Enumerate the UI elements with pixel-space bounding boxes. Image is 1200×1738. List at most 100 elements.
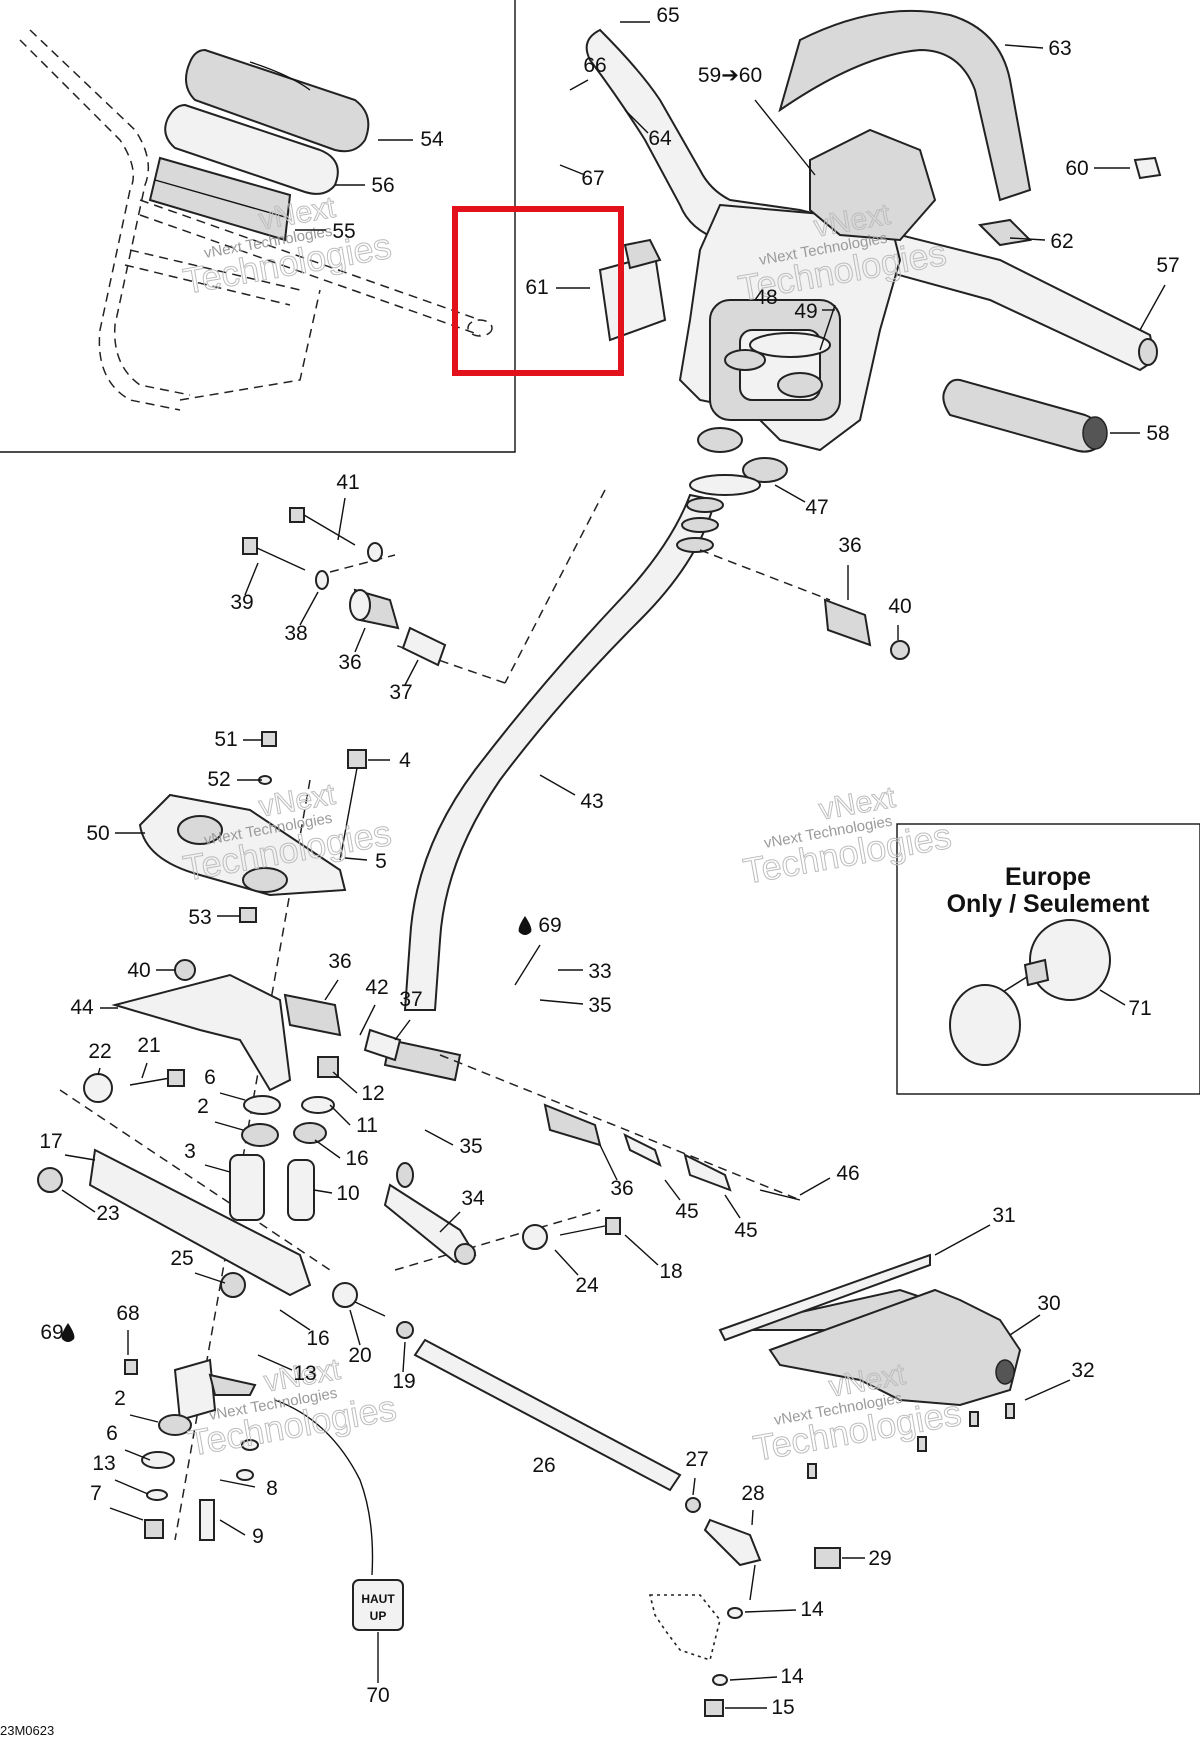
leader-line <box>754 99 816 176</box>
callout-label: 33 <box>588 960 611 983</box>
leader-line <box>664 1179 681 1201</box>
callout-label: 24 <box>575 1274 599 1297</box>
callout-label: 70 <box>366 1684 389 1707</box>
leader-line <box>559 164 586 176</box>
callout-label: 22 <box>88 1040 111 1063</box>
leader-line <box>539 774 576 796</box>
spacer-37 <box>401 626 447 667</box>
leader-line <box>424 1129 454 1146</box>
callout-label: 60 <box>1065 157 1088 180</box>
leader-line <box>194 1272 226 1284</box>
leader-line <box>204 1164 231 1173</box>
callout-label: 71 <box>1128 997 1151 1020</box>
bracket-44 <box>111 959 292 1092</box>
bolt-41 <box>289 507 383 562</box>
steering-column-43 <box>383 493 724 1082</box>
leader-line <box>724 1194 741 1219</box>
callout-label: 25 <box>170 1247 193 1270</box>
leader-line <box>97 1067 101 1076</box>
callout-label: 14 <box>780 1665 804 1688</box>
callout-label: 13 <box>92 1452 115 1475</box>
callout-label: 5 <box>375 850 387 873</box>
link-34 <box>383 1162 477 1265</box>
drop-icon <box>61 1323 75 1342</box>
leader-line <box>394 1019 411 1041</box>
callout-label: 4 <box>399 749 411 772</box>
axis-line <box>329 554 396 573</box>
pad-54 <box>185 48 370 153</box>
callout-label: 37 <box>399 988 422 1011</box>
callout-label: 28 <box>741 1482 764 1505</box>
cover-59 <box>809 128 937 242</box>
callout-label: 42 <box>365 976 388 999</box>
callout-label: 21 <box>137 1034 160 1057</box>
callout-label: 36 <box>328 950 351 973</box>
callout-label: 10 <box>336 1182 359 1205</box>
europe-title-line2: Only / Seulement <box>947 890 1151 918</box>
plate-50 <box>138 731 367 923</box>
callout-label: 29 <box>868 1547 891 1570</box>
callout-label: 55 <box>332 220 355 243</box>
callout-label: 53 <box>188 906 211 929</box>
leader-line <box>1009 237 1046 241</box>
leader-line <box>692 1477 696 1496</box>
callout-label: 59➔60 <box>698 64 762 87</box>
callout-label: 41 <box>336 471 359 494</box>
axis-line <box>439 1054 801 1201</box>
bolt-21 <box>83 1069 185 1103</box>
leader-line <box>354 627 366 653</box>
diagram-code: 23M0623 <box>0 1723 54 1738</box>
leader-line <box>114 1479 149 1495</box>
leader-line <box>129 1414 159 1423</box>
callout-label: 35 <box>588 994 611 1017</box>
leader-line <box>61 1189 96 1213</box>
callout-label: 34 <box>461 1187 485 1210</box>
leader-line <box>404 659 419 686</box>
callout-label: 36 <box>338 651 361 674</box>
callout-label: 17 <box>39 1130 62 1153</box>
handlebar-riser-block <box>678 203 902 452</box>
axis-line <box>59 1089 331 1271</box>
cover-63 <box>778 9 1032 202</box>
up-marker-line2: UP <box>370 1609 387 1623</box>
callout-label: 6 <box>204 1066 216 1089</box>
callout-label: 68 <box>116 1302 139 1325</box>
spacer-37-mid <box>363 1028 402 1062</box>
callout-label: 23 <box>96 1202 119 1225</box>
callout-label: 38 <box>284 622 307 645</box>
callout-label: 16 <box>345 1147 368 1170</box>
bolt-39 <box>242 537 329 590</box>
callout-label: 65 <box>656 4 679 27</box>
callout-label: 45 <box>675 1200 698 1223</box>
callout-label: 69 <box>40 1321 63 1344</box>
bracket-61 <box>598 238 667 342</box>
europe-title-line1: Europe <box>1005 863 1091 891</box>
pad-55 <box>148 156 292 242</box>
up-marker-line1: HAUT <box>361 1592 395 1606</box>
leader-line <box>124 1449 151 1461</box>
leader-line <box>599 1144 618 1181</box>
callout-label: 6 <box>106 1422 118 1445</box>
callout-label: 31 <box>992 1204 1015 1227</box>
strap-62 <box>977 218 1033 247</box>
axis-line <box>699 549 831 601</box>
sleeve-stack-right <box>287 1056 339 1221</box>
callout-label: 36 <box>610 1177 633 1200</box>
highlight-box-61 <box>452 206 624 376</box>
leader-line <box>219 1479 256 1488</box>
leader-line <box>332 1071 358 1094</box>
clamp-48 <box>724 304 836 398</box>
callout-label: 11 <box>356 1114 378 1137</box>
callout-label: 40 <box>888 595 911 618</box>
bolt-24 <box>522 1217 621 1250</box>
callout-label: 26 <box>532 1454 555 1477</box>
leader-line <box>539 999 584 1005</box>
leader-line <box>744 1609 797 1613</box>
callout-label: 58 <box>1146 422 1169 445</box>
callout-label: 57 <box>1156 254 1179 277</box>
leader-line <box>402 1341 406 1373</box>
horn-71 <box>949 919 1111 1066</box>
callout-label: 61 <box>525 276 548 299</box>
